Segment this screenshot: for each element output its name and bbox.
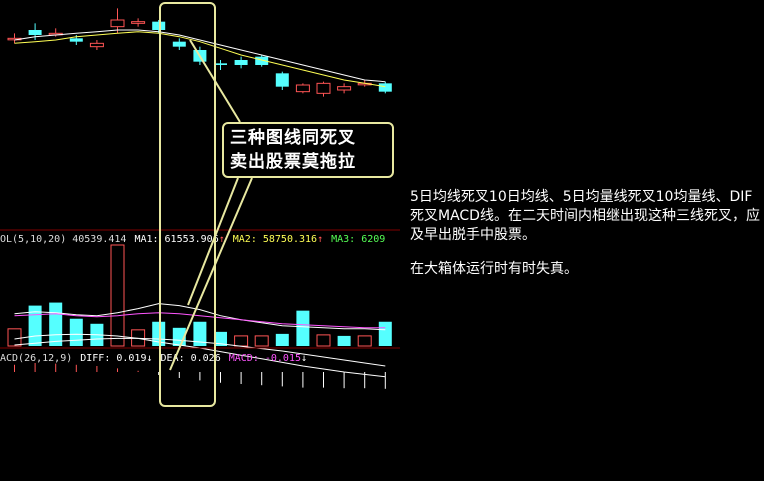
volume-bar <box>254 335 269 347</box>
side-note-paragraph-2: 在大箱体运行时有时失真。 <box>410 261 578 277</box>
candle-body <box>275 73 289 87</box>
candle-body <box>378 83 392 92</box>
candle-body <box>295 84 310 93</box>
volume-bar <box>69 318 83 346</box>
candle-body <box>337 86 352 91</box>
candle-body <box>152 21 166 30</box>
volume-bar <box>7 328 22 347</box>
volume-bar <box>152 321 166 346</box>
volume-bar <box>193 321 207 346</box>
candle-body <box>234 60 248 65</box>
candle-body <box>172 41 186 47</box>
volume-bar <box>357 335 372 347</box>
volume-bar <box>337 335 351 346</box>
volume-bar <box>275 333 289 346</box>
side-note-paragraph-1: 5日均线死叉10日均线、5日均量线死叉10均量线、DIF死叉MACD线。在二天时… <box>410 189 760 243</box>
volume-indicator-label: OL(5,10,20) 40539.414 <box>0 234 126 245</box>
callout-line-2: 卖出股票莫拖拉 <box>230 152 356 172</box>
down-arrow-icon: ↓ <box>301 353 307 364</box>
side-notes: 5日均线死叉10日均线、5日均量线死叉10均量线、DIF死叉MACD线。在二天时… <box>410 188 760 294</box>
callout-box: 三种图线同死叉 卖出股票莫拖拉 <box>222 122 394 178</box>
candle-body <box>69 38 83 42</box>
price-pane <box>7 8 392 97</box>
macd-dea-value: DEA: 0.026 <box>161 353 221 364</box>
up-arrow-icon: ↑ <box>219 234 225 245</box>
macd-diff-value: DIFF: 0.019 <box>80 353 146 364</box>
candle-body <box>255 56 269 65</box>
volume-bar <box>316 334 331 347</box>
volume-bar <box>234 335 249 347</box>
macd-indicator-label: ACD(26,12,9) <box>0 353 72 364</box>
volume-pane <box>7 244 392 347</box>
volume-ma-line <box>14 312 386 329</box>
volume-ma-line <box>14 303 386 331</box>
candle-body <box>131 21 146 24</box>
volume-bar <box>214 331 227 346</box>
candle-body <box>110 19 125 28</box>
volume-ma3-value: MA3: 6209 <box>331 234 385 245</box>
volume-bar <box>49 302 63 346</box>
callout-line-1: 三种图线同死叉 <box>230 128 356 148</box>
highlight-box <box>159 2 216 407</box>
candle-body <box>316 82 331 94</box>
price-ma-line <box>14 31 386 88</box>
callout-pointer-low <box>169 177 253 371</box>
down-arrow-icon: ↓ <box>146 353 152 364</box>
volume-bar <box>378 321 392 346</box>
candle-body <box>214 63 227 65</box>
candle-body <box>28 30 42 35</box>
callout-pointer-mid <box>187 177 239 306</box>
candle-body <box>89 42 104 48</box>
price-ma-line <box>14 29 386 83</box>
volume-ma2-value: MA2: 58750.316 <box>233 234 317 245</box>
callout-pointer-top <box>189 39 241 123</box>
volume-bar <box>296 310 310 346</box>
volume-bar <box>110 244 125 347</box>
volume-ma1-value: MA1: 61553.906 <box>134 234 218 245</box>
up-arrow-icon: ↑ <box>317 234 323 245</box>
macd-dea-line <box>14 337 386 367</box>
macd-macd-value: MACD: -0.015 <box>229 353 301 364</box>
